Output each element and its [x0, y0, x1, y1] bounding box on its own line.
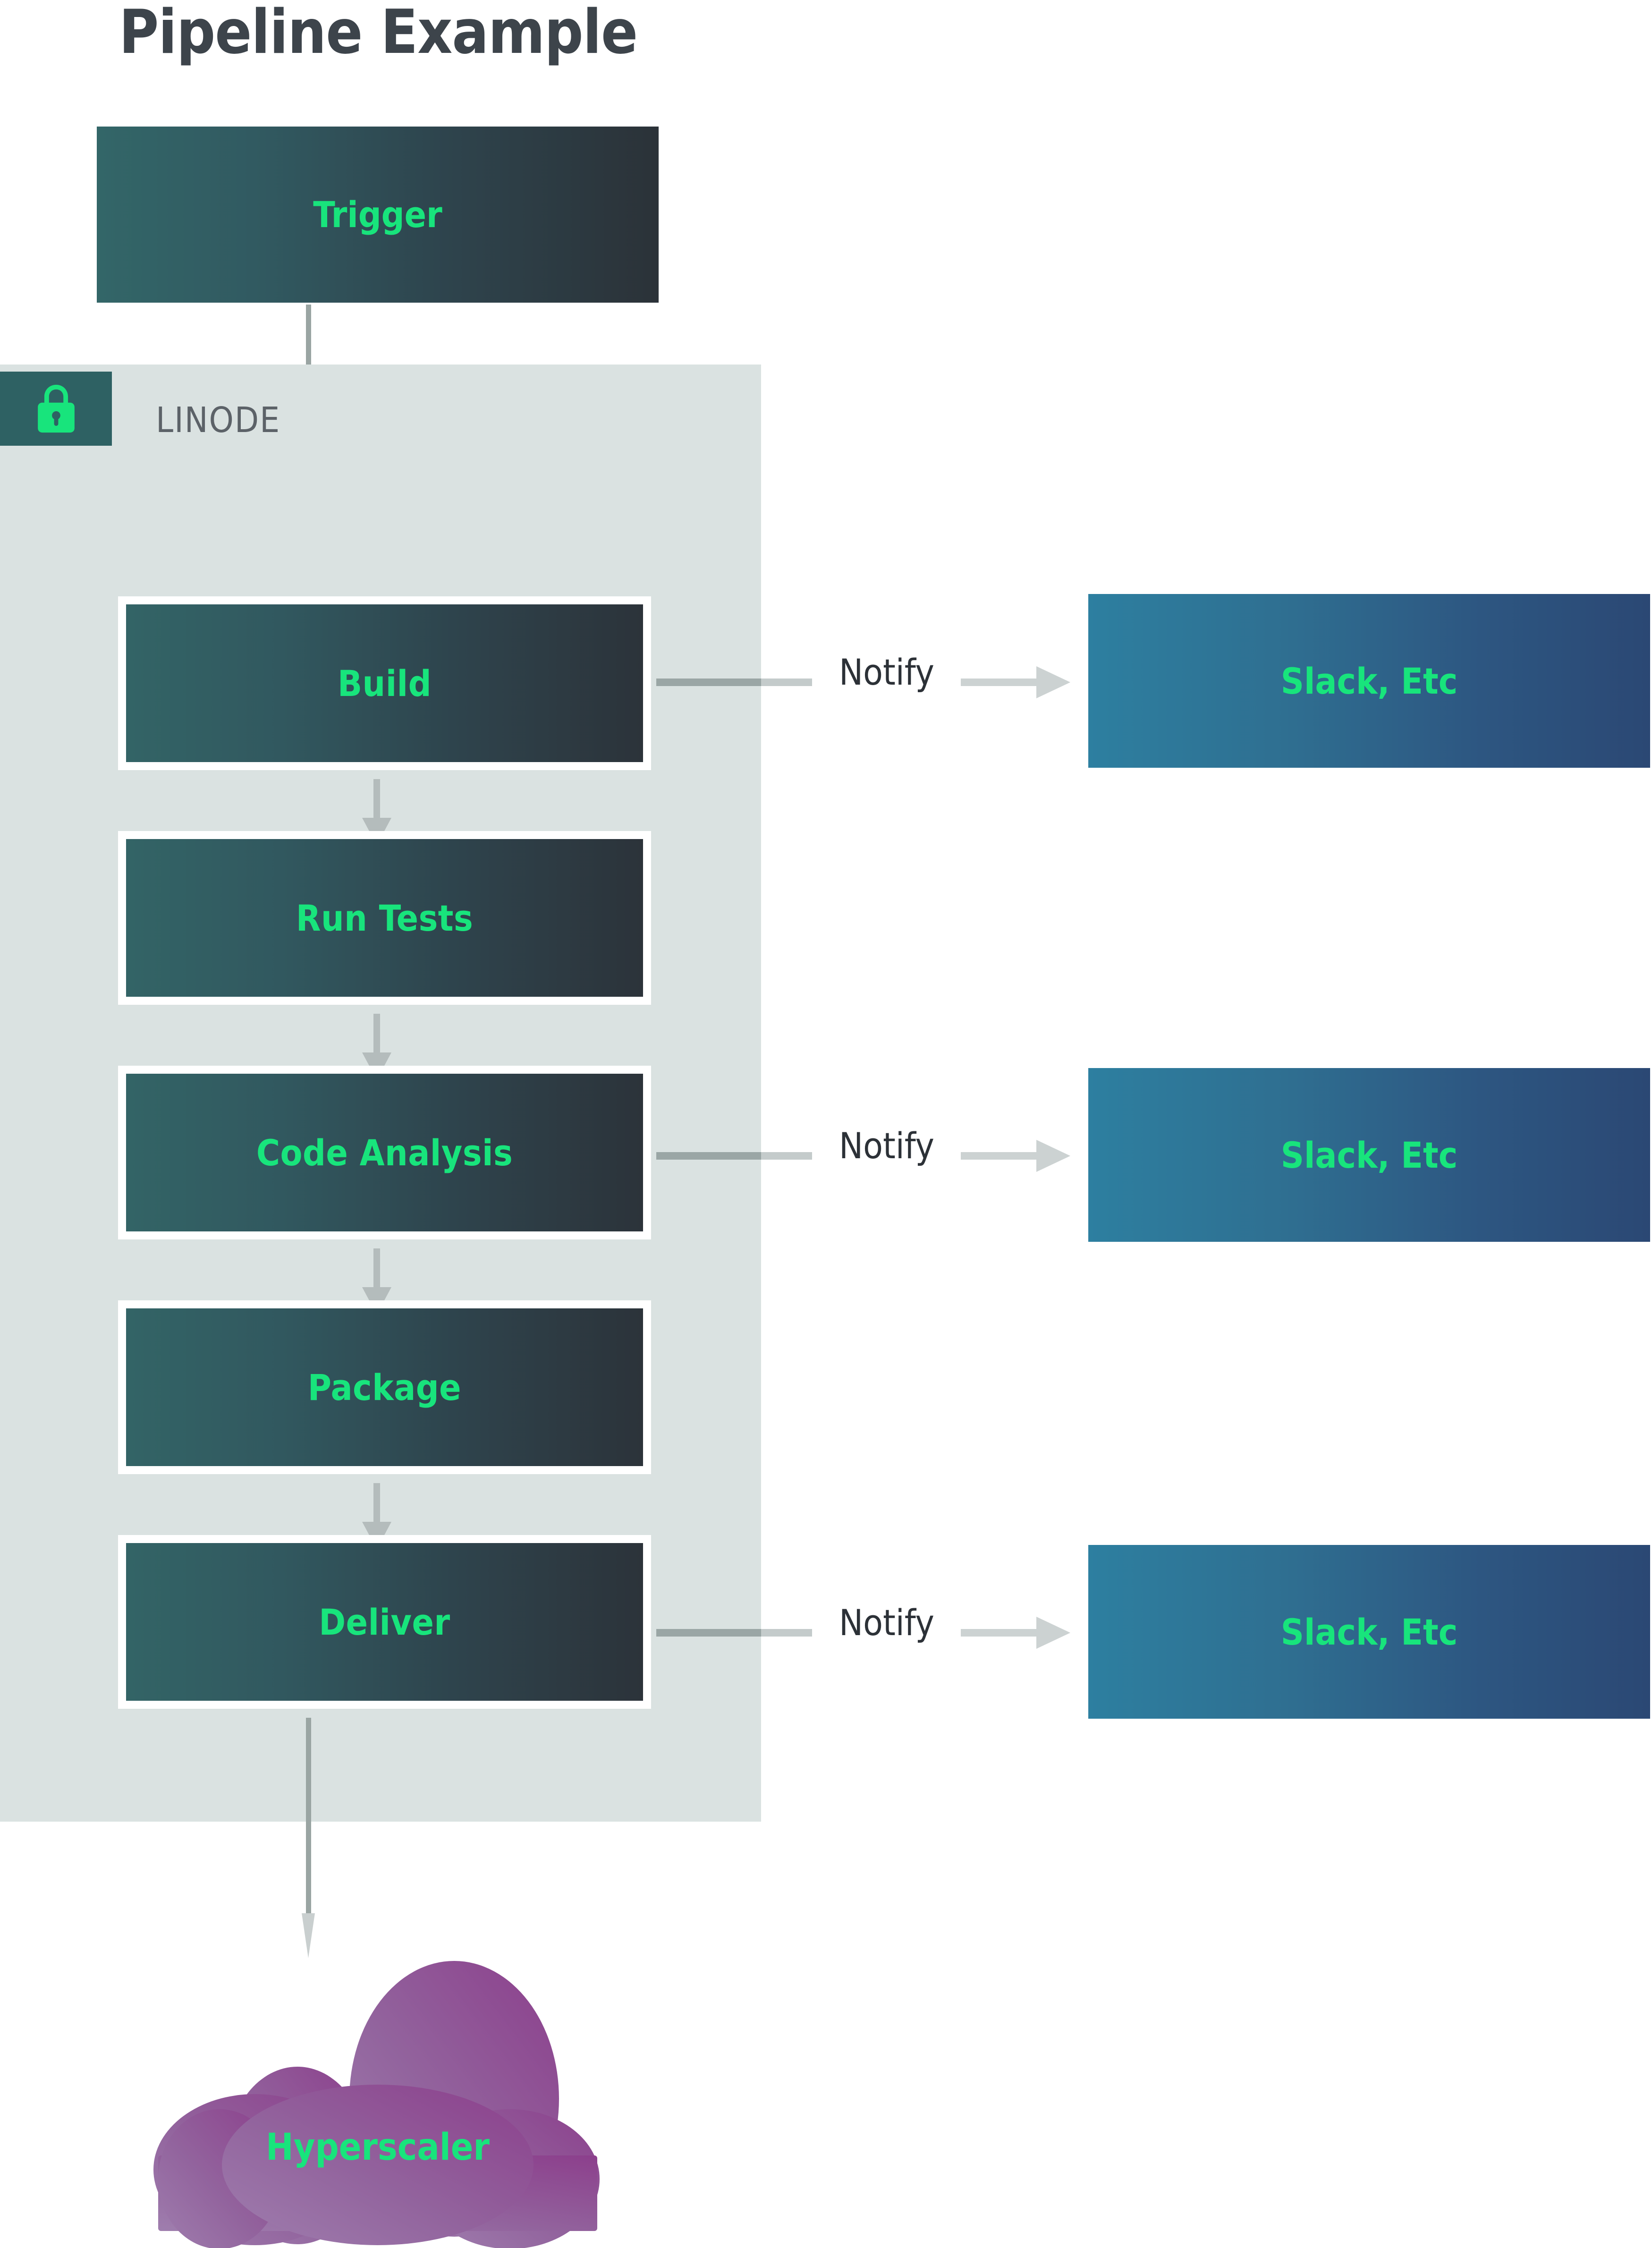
edge-notify-deliver: Notify: [656, 1602, 1081, 1661]
node-package-label: Package: [307, 1366, 462, 1408]
node-trigger[interactable]: Trigger: [97, 127, 659, 303]
node-code-analysis[interactable]: Code Analysis: [118, 1066, 651, 1239]
lock-icon: [0, 372, 112, 446]
node-trigger-label: Trigger: [313, 194, 442, 236]
node-build[interactable]: Build: [118, 596, 651, 770]
node-code-analysis-label: Code Analysis: [256, 1131, 513, 1174]
edge-notify-label: Notify: [839, 1602, 934, 1644]
edge-notify-build: Notify: [656, 651, 1081, 711]
arrow-right-icon: [961, 666, 1070, 698]
node-deliver-label: Deliver: [319, 1601, 450, 1643]
page-title: Pipeline Example: [119, 0, 638, 68]
node-run-tests-label: Run Tests: [296, 897, 474, 939]
node-slack-1[interactable]: Slack, Etc: [1088, 594, 1650, 768]
node-hyperscaler-label: Hyperscaler: [266, 2126, 490, 2169]
arrow-right-icon: [961, 1140, 1070, 1172]
edge-line: [656, 1629, 812, 1637]
edge-notify-code-analysis: Notify: [656, 1125, 1081, 1184]
node-slack-2[interactable]: Slack, Etc: [1088, 1068, 1650, 1242]
node-slack-3-label: Slack, Etc: [1280, 1611, 1458, 1653]
edge-line: [656, 679, 812, 686]
edge-line: [656, 1152, 812, 1160]
node-deliver[interactable]: Deliver: [118, 1535, 651, 1709]
arrow-right-icon: [961, 1617, 1070, 1649]
node-run-tests[interactable]: Run Tests: [118, 831, 651, 1005]
node-hyperscaler[interactable]: Hyperscaler: [137, 1957, 618, 2248]
node-slack-3[interactable]: Slack, Etc: [1088, 1545, 1650, 1719]
edge-notify-label: Notify: [839, 1125, 934, 1167]
linode-boundary-label: LINODE: [156, 400, 281, 441]
node-build-label: Build: [337, 662, 432, 704]
node-slack-1-label: Slack, Etc: [1280, 660, 1458, 702]
node-package[interactable]: Package: [118, 1300, 651, 1474]
node-slack-2-label: Slack, Etc: [1280, 1134, 1458, 1176]
edge-notify-label: Notify: [839, 651, 934, 693]
